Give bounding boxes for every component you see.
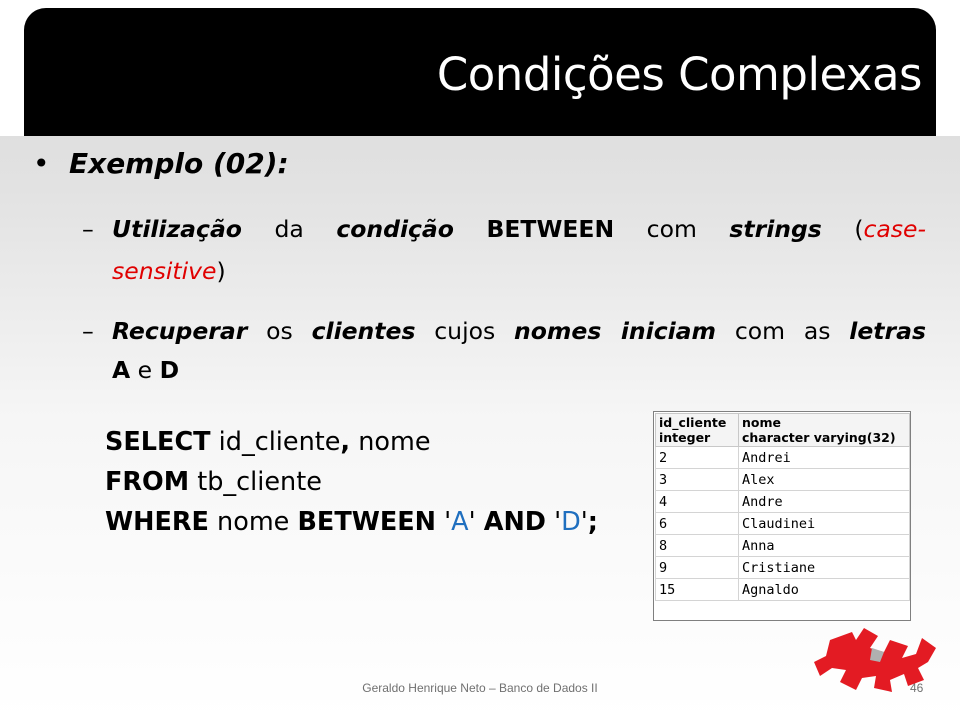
bullet-item: • Exemplo (02): (33, 147, 289, 180)
cell-nome: Claudinei (738, 512, 910, 535)
cell-nome: Cristiane (738, 556, 910, 579)
sql-line-from: FROM tb_cliente (105, 467, 322, 497)
bullet-dot-icon: • (33, 147, 50, 180)
puzzle-piece-logo-icon (814, 628, 936, 692)
sub-item-2-cont: A e D (82, 351, 926, 389)
cell-nome: Alex (738, 468, 910, 491)
cell-nome: Andre (738, 490, 910, 513)
cell-nome: Andrei (738, 446, 910, 469)
sub-item-1-text-cont: sensitive) (112, 257, 226, 285)
sql-line-where: WHERE nome BETWEEN 'A' AND 'D'; (105, 507, 598, 537)
cell-nome: Agnaldo (738, 578, 910, 601)
sql-line-select: SELECT id_cliente, nome (105, 427, 431, 457)
sub-item-2-text-cont: A e D (112, 356, 180, 384)
cell-id: 15 (655, 578, 739, 601)
sub-item-2-text: Recuperar os clientes cujos nomes inicia… (112, 317, 926, 345)
slide-footer: Geraldo Henrique Neto – Banco de Dados I… (362, 681, 598, 695)
dash-icon: – (82, 317, 94, 345)
title-bar: Condições Complexas (24, 8, 936, 136)
bullet-label: Exemplo (02): (69, 147, 289, 180)
page-number: 46 (910, 681, 924, 695)
dash-icon: – (82, 215, 94, 243)
sub-item-1: – Utilização da condição BETWEEN com str… (82, 210, 926, 286)
cell-id: 2 (655, 446, 739, 469)
sql-query: SELECT id_cliente, nome FROM tb_cliente … (105, 422, 598, 542)
slide-title: Condições Complexas (436, 48, 923, 101)
sub-item-1-cont: sensitive) (82, 252, 926, 290)
cell-id: 8 (655, 534, 739, 557)
sub-item-2: – Recuperar os clientes cujos nomes inic… (82, 312, 926, 388)
cell-id: 3 (655, 468, 739, 491)
cell-id: 4 (655, 490, 739, 513)
cell-id: 6 (655, 512, 739, 535)
cell-nome: Anna (738, 534, 910, 557)
cell-id: 9 (655, 556, 739, 579)
sub-item-1-text: Utilização da condição BETWEEN com strin… (112, 215, 926, 243)
